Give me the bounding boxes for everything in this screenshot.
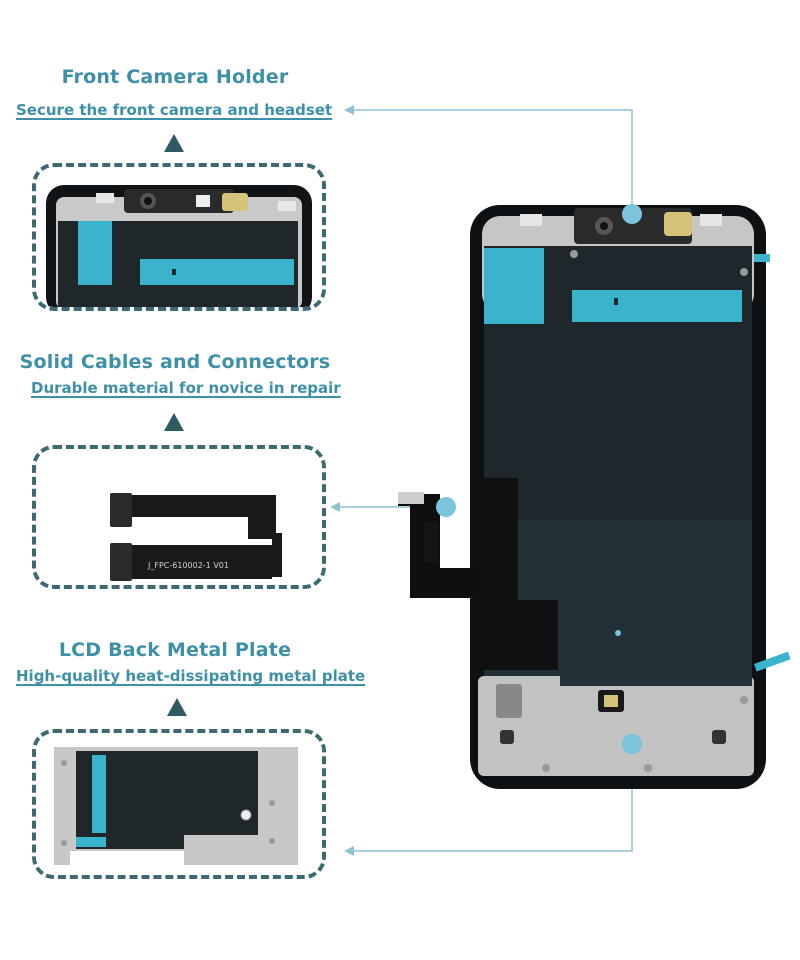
callout-dot-icon <box>622 734 642 754</box>
front-camera-holder-subtitle: Secure the front camera and headset <box>16 101 333 119</box>
metal-plate-closeup-image <box>36 733 322 875</box>
front-camera-closeup-image <box>36 167 322 307</box>
up-arrow-icon <box>167 698 187 716</box>
cables-connectors-title: Solid Cables and Connectors <box>19 351 331 373</box>
lcd-back-plate-title: LCD Back Metal Plate <box>58 639 292 661</box>
arrow-left-icon <box>330 502 340 512</box>
arrow-left-icon <box>344 846 354 856</box>
front-camera-detail-box <box>32 163 326 311</box>
cables-detail-box: J_FPC-610002-1 V01 <box>32 445 326 589</box>
cables-connectors-subtitle: Durable material for novice in repair <box>31 379 341 397</box>
cable-part-label: J_FPC-610002-1 V01 <box>147 561 229 570</box>
front-camera-holder-title: Front Camera Holder <box>61 66 289 88</box>
lcd-plate-detail-box <box>32 729 326 879</box>
callout-dot-icon <box>622 204 642 224</box>
arrow-left-icon <box>344 105 354 115</box>
up-arrow-icon <box>164 413 184 431</box>
lcd-back-plate-subtitle: High-quality heat-dissipating metal plat… <box>16 667 366 685</box>
flex-cable-closeup-image: J_FPC-610002-1 V01 <box>36 449 322 585</box>
up-arrow-icon <box>164 134 184 152</box>
